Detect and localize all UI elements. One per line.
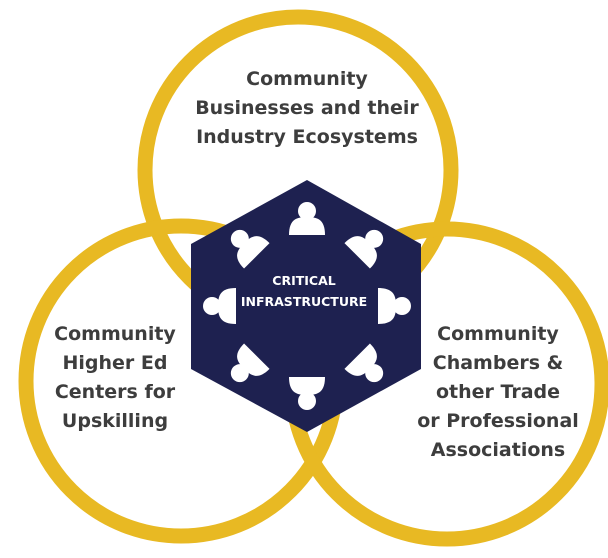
circle-top-label: Community Businesses and their Industry … [154, 65, 460, 152]
circle-left-label-line: Centers for [54, 381, 176, 403]
person-icon [289, 202, 325, 235]
circle-right-label: Community Chambers & other Trade or Prof… [403, 320, 593, 465]
circle-left-label-line: Community [54, 323, 176, 345]
person-icon [344, 343, 384, 383]
circle-left-label-line: Higher Ed [62, 352, 168, 374]
circle-left-label: Community Higher Ed Centers for Upskilli… [20, 320, 210, 436]
circle-right-label-line: Associations [430, 439, 566, 461]
person-icon [378, 288, 411, 324]
person-icon [230, 343, 270, 383]
circle-top-label-line: Businesses and their [195, 97, 419, 119]
circle-top-label-line: Community [246, 68, 368, 90]
center-label-line: CRITICAL [272, 273, 336, 288]
person-icon [203, 288, 236, 324]
person-icon [344, 229, 384, 269]
person-icon [230, 229, 270, 269]
center-label-line: INFRASTRUCTURE [240, 294, 368, 309]
center-label: CRITICAL INFRASTRUCTURE [220, 270, 388, 312]
person-icon [289, 377, 325, 410]
circle-right-label-line: Chambers & [432, 352, 564, 374]
circle-right-label-line: other Trade [435, 381, 561, 403]
people-ring [203, 202, 411, 410]
circle-right-label-line: Community [437, 323, 559, 345]
circle-right-label-line: or Professional [417, 410, 579, 432]
circle-top-label-line: Industry Ecosystems [196, 126, 418, 148]
circle-left-label-line: Upskilling [61, 410, 169, 432]
